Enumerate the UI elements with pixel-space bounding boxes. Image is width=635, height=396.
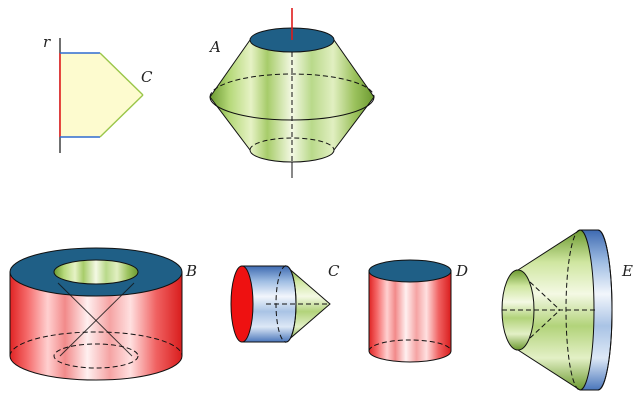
plane-pentagon [60,53,143,137]
solid-d-top-cap [368,259,452,283]
solid-a: A [208,8,375,178]
solid-e: E [501,229,633,391]
solid-c-left-cap [230,265,254,343]
solid-a-label: A [208,38,221,56]
solid-d: D [368,259,468,363]
solid-c-label: C [328,262,340,280]
solid-c: C [230,262,340,344]
solid-e-label: E [621,262,633,280]
plane-shape-figure: r C [43,33,153,153]
solid-d-body [368,270,452,363]
plane-lower-slant [99,94,144,138]
plane-upper-slant [99,52,144,96]
solid-b-body [9,271,183,381]
solid-b-hole [53,259,139,285]
axis-label: r [43,33,51,51]
plane-shape-label: C [141,68,153,86]
solid-b-label: B [185,262,197,280]
solid-b: B [9,247,197,381]
solid-d-label: D [455,262,468,280]
